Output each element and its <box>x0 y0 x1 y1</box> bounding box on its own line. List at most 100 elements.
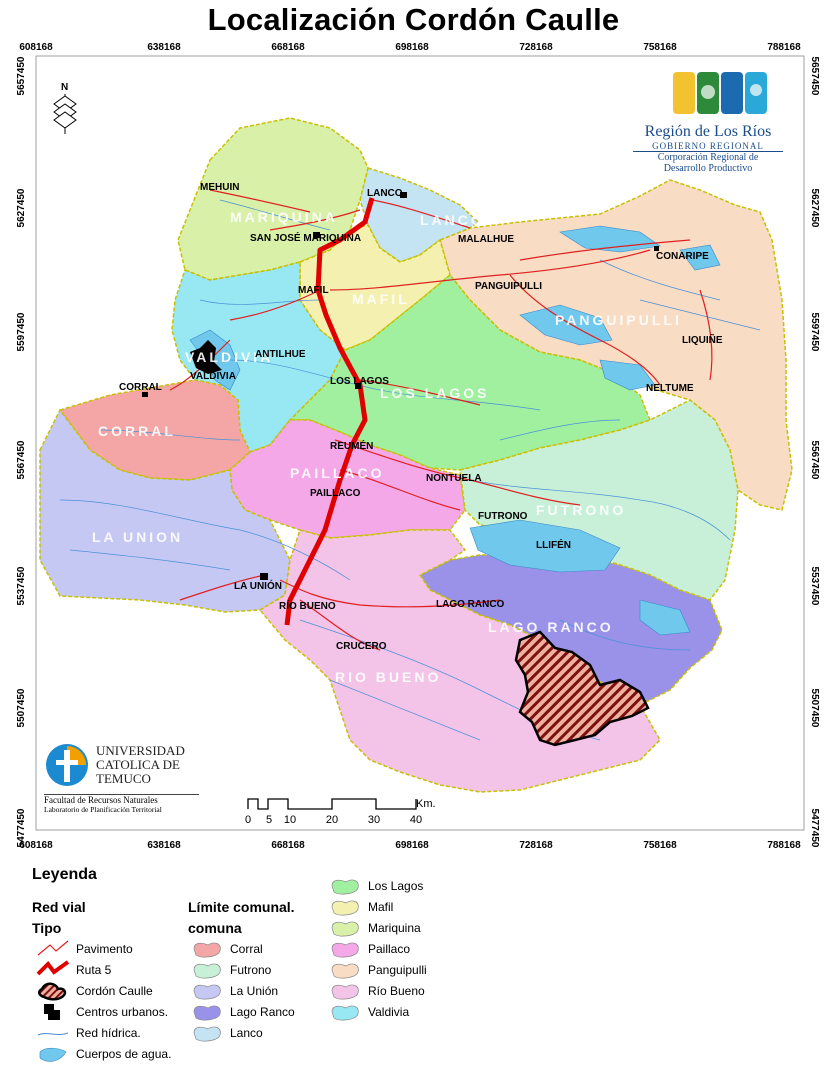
legend-item: Paillaco <box>328 939 410 959</box>
y-tick-left: 5627450 <box>16 188 27 227</box>
legend-item-label: Pavimento <box>76 942 133 956</box>
scale-tick-label: 10 <box>284 814 296 826</box>
legend-symbol-icon <box>44 1004 60 1020</box>
x-tick-top: 728168 <box>519 42 553 53</box>
scale-tick-label: 20 <box>326 814 338 826</box>
scale-tick-label: 5 <box>266 814 272 826</box>
legend-symbol-icon <box>39 1047 67 1062</box>
place-label: LANCO <box>367 188 403 199</box>
scale-unit: Km. <box>416 798 436 810</box>
legend-item: Lanco <box>190 1023 263 1043</box>
north-label: N <box>61 82 68 93</box>
legend-symbol-icon <box>331 942 359 958</box>
legend-item: Ruta 5 <box>36 960 111 980</box>
legend-title: Leyenda <box>32 866 97 883</box>
place-label: REUMÉN <box>330 439 373 452</box>
x-tick-top: 668168 <box>271 42 305 53</box>
legend-red-vial: Red vial <box>32 899 86 915</box>
place-label: LIQUIÑE <box>682 333 723 346</box>
y-tick-right: 5597450 <box>809 313 820 352</box>
legend-item-label: Panguipulli <box>368 963 427 977</box>
y-tick-left: 5597450 <box>16 312 27 351</box>
comuna-label: LA UNION <box>92 529 183 545</box>
place-label: MAFIL <box>298 285 329 296</box>
legend-item-label: Mafil <box>368 900 394 914</box>
cordon-caulle[interactable] <box>514 630 650 747</box>
water-bodies <box>189 225 721 636</box>
comuna-lanco[interactable] <box>359 167 480 263</box>
legend-item-label: Río Bueno <box>368 984 425 998</box>
legend-item-label: Centros urbanos. <box>76 1005 169 1019</box>
place-label: ANTILHUE <box>255 349 306 360</box>
lake-ranco <box>469 519 621 573</box>
comuna-label: PAILLACO <box>290 465 385 481</box>
uct-line1: UNIVERSIDAD <box>96 743 185 758</box>
legend-item: Red hídrica. <box>36 1023 141 1043</box>
uct-line2: CATOLICA DE <box>96 757 180 772</box>
place-label: NONTUELA <box>426 473 482 484</box>
legend-item-label: Paillaco <box>368 942 411 956</box>
legend-item: Cordón Caulle <box>36 981 153 1001</box>
legend-item-label: Lago Ranco <box>230 1005 295 1019</box>
y-tick-left: 5567450 <box>16 440 27 479</box>
y-tick-right: 5567450 <box>809 441 820 480</box>
legend-tipo: Tipo <box>32 920 62 936</box>
place-label: PAILLACO <box>310 488 361 499</box>
uct-emblem-icon <box>46 744 88 786</box>
legend-item-label: Red hídrica. <box>76 1026 141 1040</box>
legend-symbol-icon <box>38 982 67 1001</box>
place-label: CONARIPE <box>656 251 709 262</box>
legend-item-label: Cuerpos de agua. <box>76 1047 172 1061</box>
comuna-label: LANCO <box>420 212 485 228</box>
legend-item-label: Cordón Caulle <box>76 984 153 998</box>
x-tick-bottom: 698168 <box>395 840 429 851</box>
comuna-label: CORRAL <box>98 423 176 439</box>
legend-comuna: comuna <box>188 920 242 936</box>
urban-centers <box>142 192 659 580</box>
legend-limite: Límite comunal. <box>188 899 295 915</box>
scale-bar: 0 5 10 20 30 40 Km. <box>245 798 436 826</box>
gov-line3: Corporación Regional de <box>657 152 759 163</box>
x-tick-top: 698168 <box>395 42 429 53</box>
legend-symbol-icon <box>193 1026 221 1042</box>
urban-valdivia <box>190 340 222 374</box>
x-tick-top: 758168 <box>643 42 677 53</box>
coordinate-grid-labels: 6081686081686381686381686681686681686981… <box>16 42 820 851</box>
legend-symbol-icon <box>193 1005 221 1021</box>
y-tick-right: 5537450 <box>809 567 820 606</box>
x-tick-bottom: 668168 <box>271 840 305 851</box>
x-tick-bottom: 608168 <box>19 840 53 851</box>
legend-symbol-icon <box>331 984 359 1000</box>
place-label: SAN JOSÉ MARIQUINA <box>250 231 361 244</box>
y-tick-left: 5477450 <box>16 808 27 847</box>
comuna-label: MAFIL <box>352 291 410 307</box>
legend-item-label: Ruta 5 <box>76 963 112 977</box>
comuna-la-union[interactable] <box>39 408 291 613</box>
scale-tick-label: 0 <box>245 814 251 826</box>
comuna-label: FUTRONO <box>536 502 626 518</box>
scale-tick-label: 40 <box>410 814 422 826</box>
legend-symbol-icon <box>331 879 359 895</box>
x-tick-bottom: 788168 <box>767 840 801 851</box>
legend-item-label: La Unión <box>230 984 279 998</box>
legend-item: La Unión <box>190 981 278 1001</box>
comuna-label: PANGUIPULLI <box>555 312 682 328</box>
place-label: CRUCERO <box>336 641 387 652</box>
legend-symbol-icon <box>37 940 69 956</box>
comuna-label: RIO BUENO <box>335 669 441 685</box>
legend-item-label: Corral <box>230 942 263 956</box>
scale-tick-label: 30 <box>368 814 380 826</box>
place-label: MALALHUE <box>458 234 514 245</box>
gov-line1: Región de Los Ríos <box>644 123 772 140</box>
legend-symbol-icon <box>37 1032 69 1036</box>
legend-item-label: Futrono <box>230 963 272 977</box>
comuna-label: LAGO RANCO <box>488 619 614 635</box>
legend-symbol-icon <box>331 900 359 916</box>
place-label: LLIFÉN <box>536 538 571 551</box>
x-tick-bottom: 728168 <box>519 840 553 851</box>
gobierno-regional-logo: Región de Los Ríos GOBIERNO REGIONAL Cor… <box>618 70 798 174</box>
x-tick-top: 638168 <box>147 42 181 53</box>
